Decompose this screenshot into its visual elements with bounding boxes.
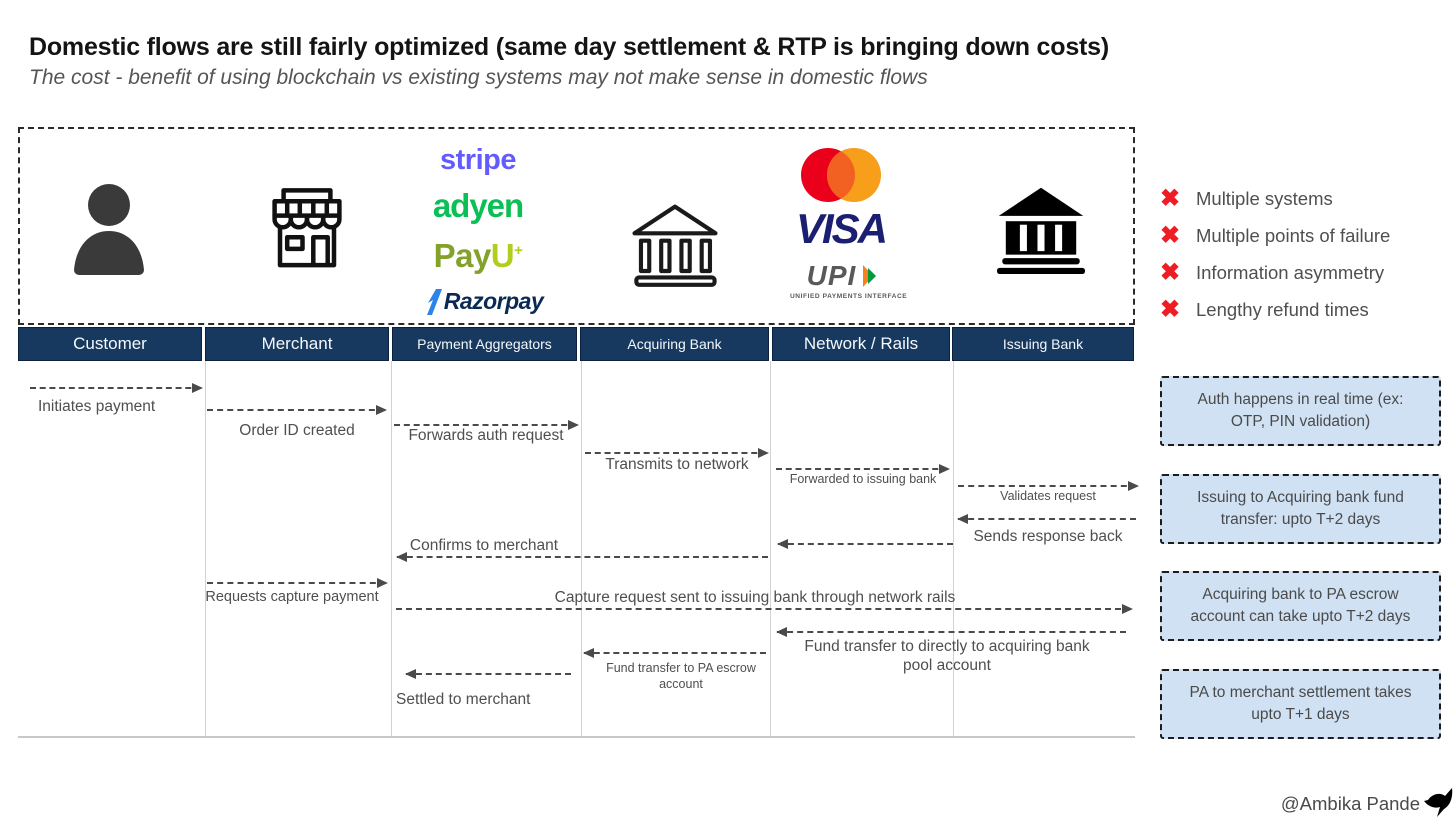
bank-outline-icon — [629, 202, 721, 294]
issue-row: ✖ Information asymmetry — [1160, 258, 1456, 288]
flow-arrow-sends-response-back — [958, 518, 1136, 520]
flow-label-requests-capture-payment: Requests capture payment — [205, 589, 379, 605]
razorpay-logo: Razorpay — [405, 288, 565, 315]
payu-logo: PayU+ — [413, 237, 543, 275]
page-title: Domestic flows are still fairly optimize… — [29, 33, 1109, 61]
flow-arrow-fund-transfer-to-pa-escrow-account — [584, 652, 766, 654]
flow-arrow-forwarded-to-issuing-bank — [776, 468, 948, 470]
flow-arrow-requests-capture-payment — [207, 582, 386, 584]
issue-label: Information asymmetry — [1196, 262, 1385, 283]
visa-logo: VISA — [795, 205, 888, 252]
flow-arrow-capture-request-sent-to-issuing-bank-through-network-rails — [396, 608, 1131, 610]
flow-label-fund-transfer-to-pa-escrow-account: Fund transfer to PA escrow account — [606, 661, 756, 691]
lifeline — [391, 361, 392, 736]
baseline — [18, 736, 1135, 738]
razorpay-bolt-icon — [426, 288, 442, 315]
lane-header-payment-aggregators: Payment Aggregators — [392, 327, 577, 361]
arrowhead-right — [568, 420, 579, 430]
upi-arrow-icon — [863, 265, 877, 287]
callout-box: Acquiring bank to PA escrow account can … — [1160, 571, 1441, 641]
payu-pay-text: Pay — [433, 237, 492, 274]
flow-label-sends-response-back: Sends response back — [973, 528, 1123, 545]
storefront-icon — [262, 184, 352, 276]
lane-header-acquiring-bank: Acquiring Bank — [580, 327, 769, 361]
lifeline — [581, 361, 582, 736]
arrowhead-left — [957, 514, 968, 524]
lane-header-issuing-bank: Issuing Bank — [952, 327, 1134, 361]
arrowhead-left — [396, 552, 407, 562]
cross-icon: ✖ — [1160, 296, 1181, 323]
arrowhead-left — [405, 669, 416, 679]
flow-label-transmits-to-network: Transmits to network — [605, 456, 749, 473]
bird-icon — [1424, 786, 1454, 818]
upi-text: UPI — [806, 260, 857, 291]
person-icon — [66, 180, 152, 276]
flow-arrow-settled-to-merchant — [406, 673, 571, 675]
callout-box: PA to merchant settlement takes upto T+1… — [1160, 669, 1441, 739]
flow-arrow-transmits-to-network — [585, 452, 767, 454]
callout-box: Issuing to Acquiring bank fund transfer:… — [1160, 474, 1441, 544]
actors-panel — [18, 127, 1135, 325]
flow-label-confirms-to-merchant: Confirms to merchant — [409, 537, 559, 554]
cross-icon: ✖ — [1160, 222, 1181, 249]
flow-label-initiates-payment: Initiates payment — [38, 398, 156, 415]
flow-label-order-id-created: Order ID created — [239, 422, 355, 439]
issue-row: ✖ Lengthy refund times — [1160, 295, 1456, 325]
issues-list: ✖ Multiple systems ✖ Multiple points of fai… — [1160, 184, 1456, 332]
flow-label-forwarded-to-issuing-bank: Forwarded to issuing bank — [789, 472, 937, 486]
lifeline — [205, 361, 206, 736]
issue-label: Lengthy refund times — [1196, 299, 1369, 320]
arrowhead-right — [192, 383, 203, 393]
arrowhead-right — [376, 405, 387, 415]
lifeline — [770, 361, 771, 736]
callout-box: Auth happens in real time (ex: OTP, PIN … — [1160, 376, 1441, 446]
flow-arrow-validates-request — [958, 485, 1137, 487]
payu-plus-mark: + — [514, 242, 523, 259]
flow-arrow-forwards-auth-request — [394, 424, 577, 426]
razorpay-text: Razorpay — [443, 288, 544, 314]
arrowhead-left — [776, 627, 787, 637]
flow-arrow-confirms-to-merchant — [397, 556, 768, 558]
bank-solid-icon — [997, 186, 1085, 274]
arrowhead-right — [939, 464, 950, 474]
issue-label: Multiple points of failure — [1196, 225, 1391, 246]
flow-label-validates-request: Validates request — [1000, 489, 1096, 503]
arrowhead-right — [758, 448, 769, 458]
arrowhead-left — [777, 539, 788, 549]
flow-label-forwards-auth-request: Forwards auth request — [408, 427, 564, 444]
upi-caption: UNIFIED PAYMENTS INTERFACE — [790, 293, 908, 300]
stripe-logo: stripe — [440, 144, 516, 176]
page-subtitle: The cost - benefit of using blockchain v… — [29, 66, 928, 89]
arrowhead-left — [583, 648, 594, 658]
flow-arrow — [778, 543, 953, 545]
adyen-logo: adyen — [432, 187, 524, 224]
issue-label: Multiple systems — [1196, 188, 1333, 209]
flow-arrow-initiates-payment — [30, 387, 201, 389]
cross-icon: ✖ — [1160, 259, 1181, 286]
flow-label-settled-to-merchant: Settled to merchant — [396, 691, 531, 708]
arrowhead-right — [1128, 481, 1139, 491]
flow-label-fund-transfer-to-directly-to-acquiring-bank-pool-account: Fund transfer to directly to acquiring b… — [804, 638, 1090, 675]
lane-header-merchant: Merchant — [205, 327, 389, 361]
flow-label-capture-request-sent-to-issuing-bank-through-network-rails: Capture request sent to issuing bank thr… — [554, 589, 956, 606]
payu-u-text: U — [490, 237, 515, 274]
lane-header-customer: Customer — [18, 327, 202, 361]
mastercard-icon — [795, 146, 887, 204]
flow-arrow-order-id-created — [207, 409, 385, 411]
issue-row: ✖ Multiple systems — [1160, 184, 1456, 214]
issue-row: ✖ Multiple points of failure — [1160, 221, 1456, 251]
lane-header-network-rails: Network / Rails — [772, 327, 950, 361]
arrowhead-right — [377, 578, 388, 588]
attribution: @Ambika Pande — [1280, 793, 1420, 814]
upi-logo: UPI UNIFIED PAYMENTS INTERFACE — [790, 260, 908, 300]
flow-arrow-fund-transfer-to-directly-to-acquiring-bank-pool-account — [777, 631, 1126, 633]
lifeline — [953, 361, 954, 736]
arrowhead-right — [1122, 604, 1133, 614]
cross-icon: ✖ — [1160, 185, 1181, 212]
